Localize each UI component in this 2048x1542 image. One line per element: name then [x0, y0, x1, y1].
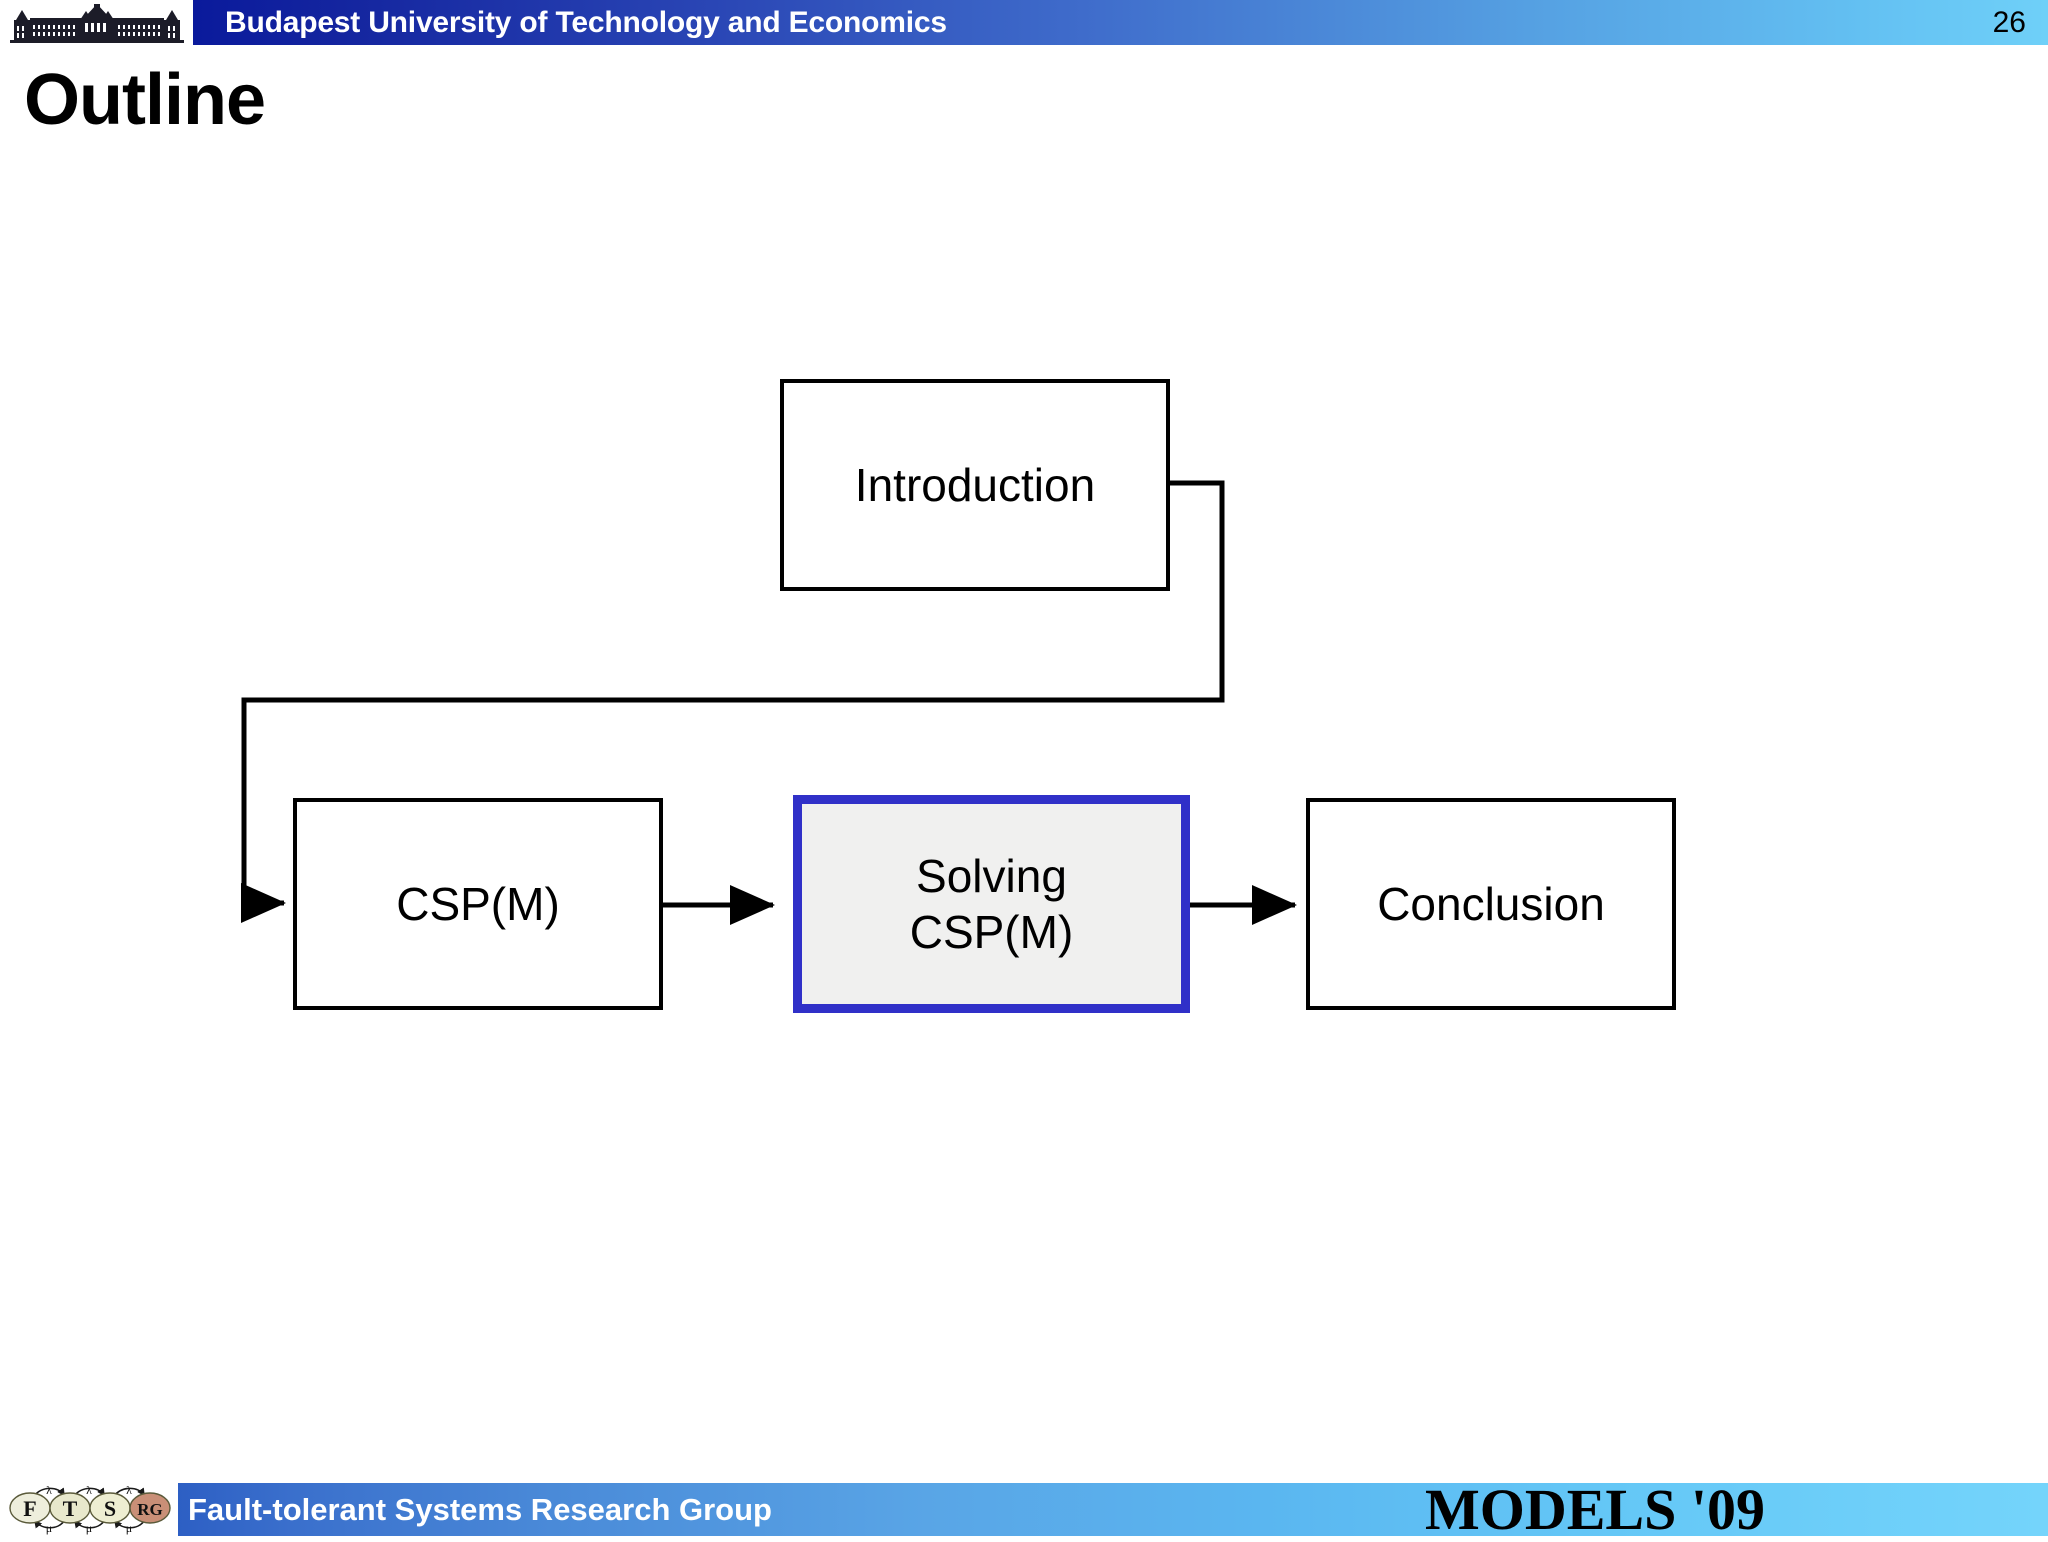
bme-building-logo	[10, 4, 184, 43]
slide-header: Budapest University of Technology and Ec…	[0, 0, 2048, 48]
ftsrg-node-rg	[129, 1492, 171, 1524]
node-csp-m[interactable]: CSP(M)	[293, 798, 663, 1010]
node-solving-csp-m-label: Solving CSP(M)	[909, 850, 1074, 958]
node-introduction[interactable]: Introduction	[780, 379, 1170, 591]
svg-text:μ: μ	[86, 1521, 92, 1535]
svg-text:λ: λ	[46, 1483, 52, 1497]
svg-text:λ: λ	[86, 1483, 92, 1497]
ftsrg-letter-rg: RG	[137, 1500, 163, 1519]
svg-text:μ: μ	[46, 1521, 52, 1535]
node-conclusion-label: Conclusion	[1377, 878, 1605, 930]
header-gradient-bar	[193, 0, 2048, 45]
footer-gradient-bar	[178, 1483, 2048, 1536]
node-introduction-label: Introduction	[854, 459, 1096, 511]
node-conclusion[interactable]: Conclusion	[1306, 798, 1676, 1010]
node-solving-csp-m[interactable]: Solving CSP(M)	[793, 795, 1190, 1013]
node-csp-m-label: CSP(M)	[396, 878, 560, 930]
ftsrg-letter-f: F	[23, 1496, 36, 1521]
ftsrg-letter-s: S	[104, 1496, 116, 1521]
footer-conference-brand: MODELS '09	[1425, 1477, 1765, 1542]
slide-page-number: 26	[1992, 6, 2026, 39]
ftsrg-letter-t: T	[63, 1496, 78, 1521]
slide-footer: F T S RG λ λ λ μ μ μ Fault-tolerant Syst…	[0, 1480, 2048, 1540]
svg-text:μ: μ	[126, 1521, 132, 1535]
header-institution-title: Budapest University of Technology and Ec…	[225, 6, 947, 39]
svg-text:λ: λ	[126, 1483, 132, 1497]
footer-research-group: Fault-tolerant Systems Research Group	[188, 1492, 772, 1527]
page-title: Outline	[24, 60, 266, 140]
ftsrg-logo: F T S RG λ λ λ μ μ μ	[9, 1483, 171, 1535]
